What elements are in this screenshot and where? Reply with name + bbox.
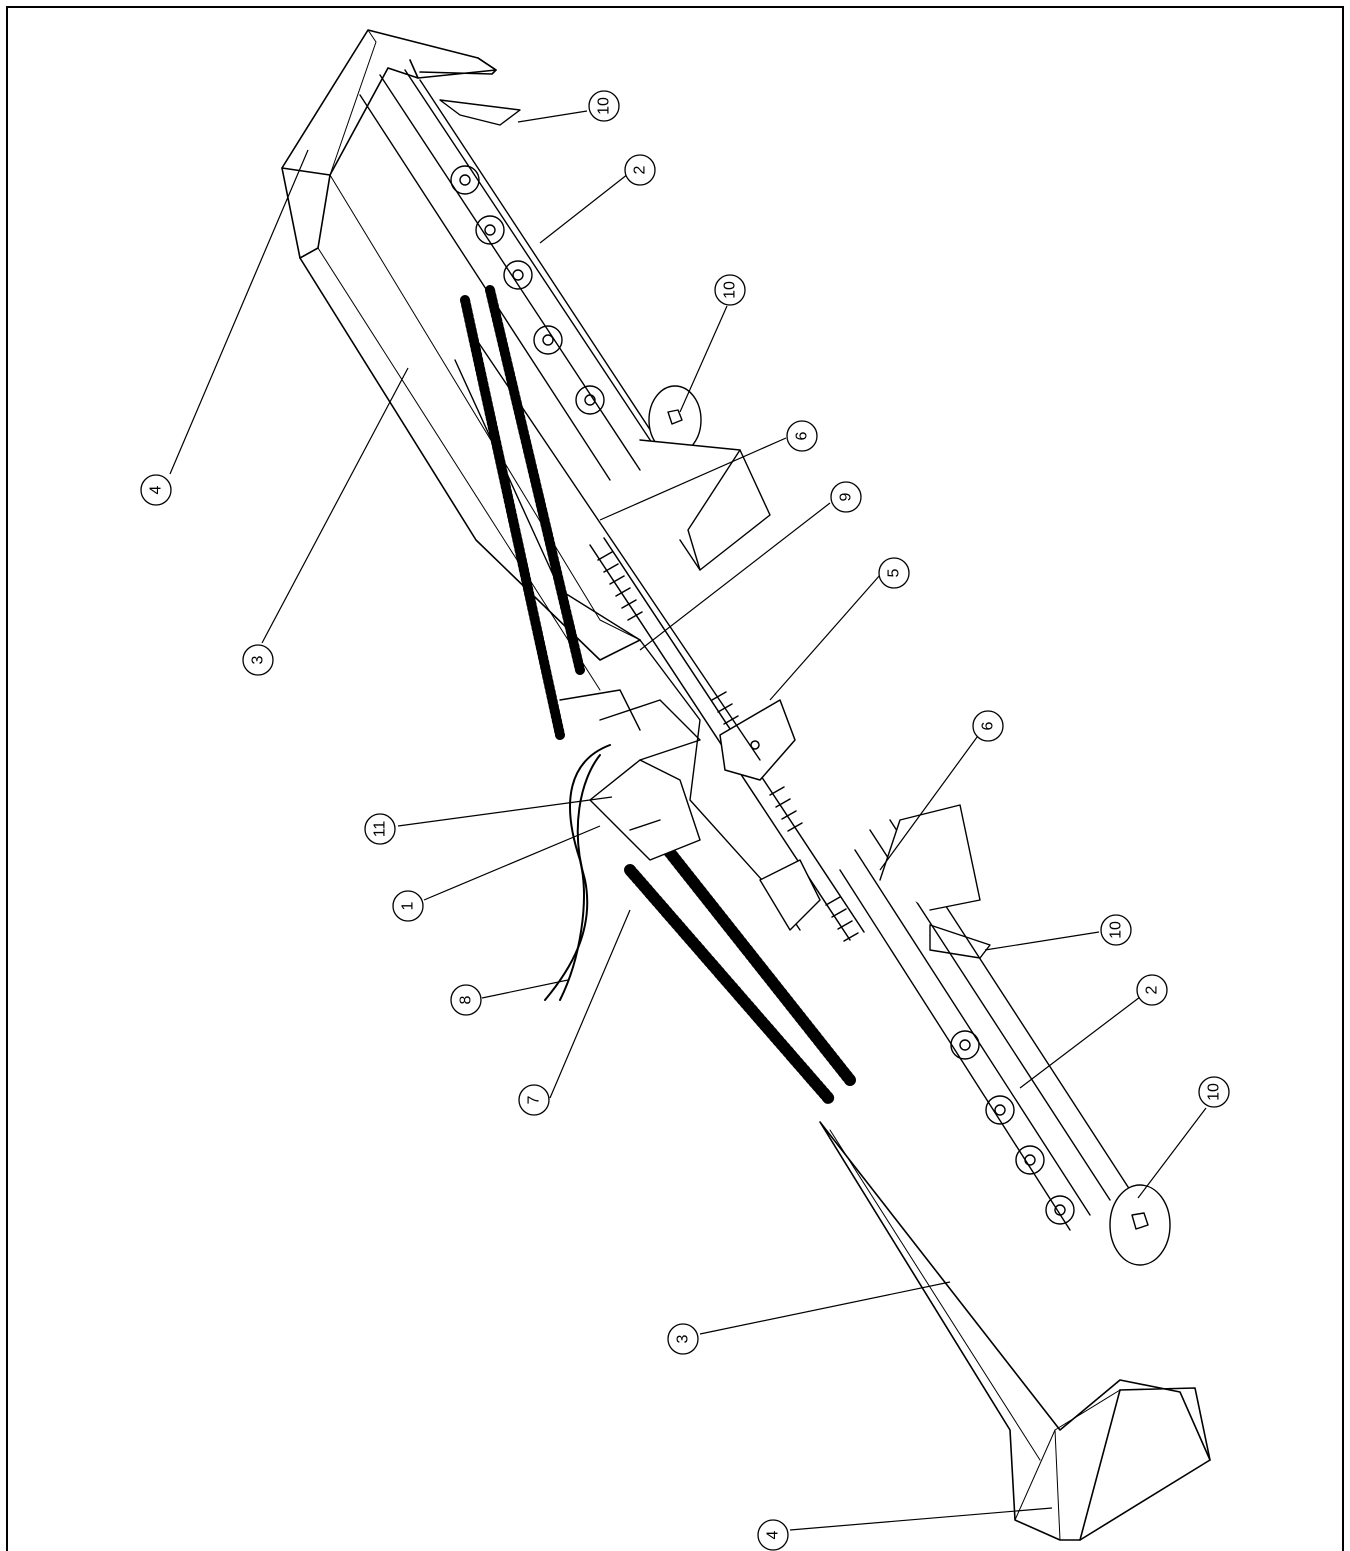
- leader-2b: [1019, 996, 1141, 1089]
- callout-circle: [588, 90, 620, 122]
- leader-10b: [679, 305, 728, 413]
- leader-8: [481, 979, 569, 999]
- callout-number: 4: [148, 485, 165, 494]
- leader-3b: [699, 1281, 951, 1335]
- callout-circle: [757, 1519, 789, 1551]
- central-frame: [454, 329, 821, 931]
- shaft-bellows: [769, 786, 803, 832]
- callout-c9: 9: [830, 481, 862, 513]
- callout-number: 1: [400, 901, 417, 910]
- callout-number: 6: [980, 721, 997, 730]
- callout-circle: [392, 890, 424, 922]
- callout-c1: 1: [392, 890, 424, 922]
- callout-circle: [624, 154, 656, 186]
- callout-circle: [140, 474, 172, 506]
- lower-cutter-beam: [839, 804, 1171, 1266]
- cutter-disc: [1045, 1195, 1075, 1225]
- cutter-disc: [475, 215, 505, 245]
- callout-c5: 5: [878, 557, 910, 589]
- callout-number: 2: [632, 165, 649, 174]
- mower-assembly: [281, 29, 1211, 1541]
- callout-circle: [242, 644, 274, 676]
- leader-10c: [984, 931, 1100, 951]
- cutter-disc: [985, 1095, 1015, 1125]
- callout-c6b: 6: [972, 710, 1004, 742]
- callout-number: 10: [722, 281, 739, 299]
- leader-lines: [169, 110, 1207, 1531]
- callout-c11: 11: [364, 813, 396, 845]
- tension-springs: [460, 285, 856, 1106]
- cutter-disc: [950, 1030, 980, 1060]
- shaft-bellows: [825, 896, 859, 942]
- callout-number: 10: [1206, 1083, 1223, 1101]
- leader-2a: [539, 173, 629, 244]
- callout-c10c: 10: [1100, 914, 1132, 946]
- callout-circle: [714, 274, 746, 306]
- callout-number: 7: [526, 1095, 543, 1104]
- leader-4a: [169, 149, 309, 475]
- cutter-disc: [450, 165, 480, 195]
- callout-c10b: 10: [714, 274, 746, 306]
- callout-circle: [667, 1323, 699, 1355]
- callout-c2b: 2: [1136, 974, 1168, 1006]
- callout-c4a: 4: [140, 474, 172, 506]
- callout-c10d: 10: [1198, 1076, 1230, 1108]
- callout-number: 3: [675, 1334, 692, 1343]
- callout-number: 9: [838, 492, 855, 501]
- callout-circle: [1198, 1076, 1230, 1108]
- leader-3a: [261, 367, 409, 644]
- upper-deck-housing: [281, 29, 641, 691]
- callout-circle: [1100, 914, 1132, 946]
- callout-c6a: 6: [786, 420, 818, 452]
- callout-number: 5: [886, 568, 903, 577]
- callout-number: 4: [765, 1530, 782, 1539]
- hydraulic-hoses: [544, 744, 611, 1001]
- callout-circle: [1136, 974, 1168, 1006]
- leader-11: [397, 796, 613, 827]
- cutter-disc: [1015, 1145, 1045, 1175]
- leader-6a: [599, 437, 787, 521]
- callout-circle: [972, 710, 1004, 742]
- callout-c3a: 3: [242, 644, 274, 676]
- callout-c3b: 3: [667, 1323, 699, 1355]
- callout-number: 8: [458, 995, 475, 1004]
- wheel-disc: [1109, 1184, 1171, 1266]
- callout-circle: [830, 481, 862, 513]
- callout-number: 3: [250, 655, 267, 664]
- callout-c4b: 4: [757, 1519, 789, 1551]
- callout-circle: [450, 984, 482, 1016]
- callout-c10a: 10: [588, 90, 620, 122]
- shaft-bellows: [597, 551, 643, 621]
- callout-circle: [786, 420, 818, 452]
- lower-deck-housing: [819, 1121, 1211, 1541]
- callout-circle: [518, 1084, 550, 1116]
- callout-number: 11: [372, 821, 389, 838]
- cutter-disc: [575, 385, 605, 415]
- callout-circle: [364, 813, 396, 845]
- leader-1: [423, 825, 601, 901]
- page-border: [6, 6, 1344, 1551]
- leader-5: [769, 574, 881, 701]
- callout-number: 10: [596, 97, 613, 115]
- leader-9: [639, 502, 831, 651]
- callout-number: 6: [794, 431, 811, 440]
- cutter-disc: [533, 325, 563, 355]
- callout-circle: [878, 557, 910, 589]
- leader-4b: [789, 1507, 1053, 1531]
- leader-10a: [517, 110, 588, 123]
- callout-c7: 7: [518, 1084, 550, 1116]
- cutter-disc: [503, 260, 533, 290]
- callout-c2a: 2: [624, 154, 656, 186]
- leader-10d: [1137, 1107, 1207, 1199]
- drive-shaft: [589, 537, 865, 942]
- callout-number: 2: [1144, 985, 1161, 994]
- upper-cutter-beam: [359, 69, 771, 571]
- gearbox: [719, 699, 796, 781]
- callout-number: 10: [1108, 921, 1125, 939]
- leader-6b: [879, 732, 981, 871]
- callout-c8: 8: [450, 984, 482, 1016]
- leader-7: [549, 909, 631, 1099]
